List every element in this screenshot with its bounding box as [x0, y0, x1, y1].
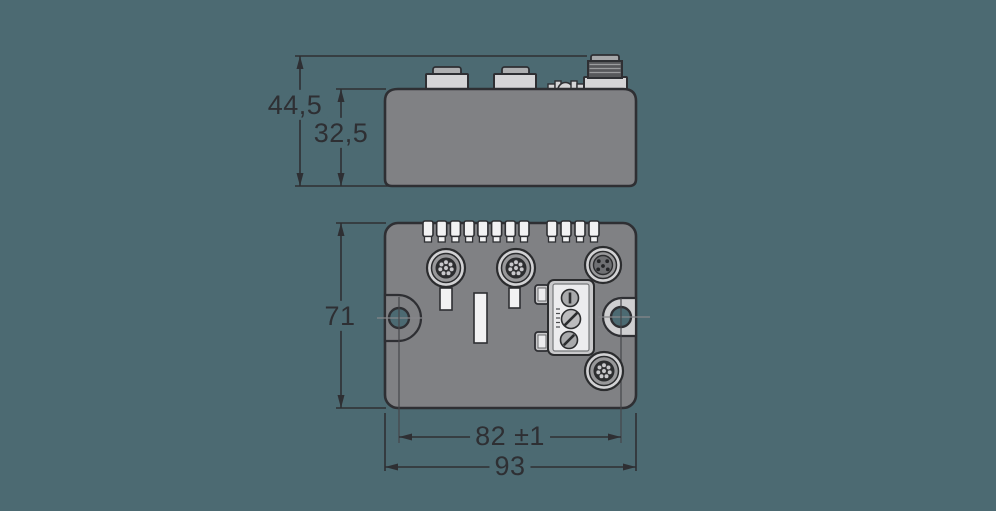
pin — [515, 270, 522, 276]
pin-hole — [596, 267, 601, 272]
led-window — [504, 220, 517, 243]
pin — [513, 259, 519, 265]
led-window — [574, 220, 586, 243]
pin — [447, 261, 454, 268]
arrowhead-right-icon — [608, 433, 621, 441]
pin — [443, 259, 449, 265]
pin — [596, 364, 603, 371]
pin — [443, 265, 449, 271]
dimension-label-overall-height: 44,5 — [262, 89, 328, 121]
led-window — [588, 220, 600, 243]
led-window — [477, 220, 489, 243]
led-window — [560, 220, 572, 243]
m12-male-connector — [583, 245, 623, 285]
led-window — [490, 220, 503, 243]
pin — [603, 373, 610, 379]
front-view — [336, 220, 650, 471]
arrowhead-up-icon — [337, 89, 345, 102]
led-window — [463, 220, 475, 243]
label-window — [439, 287, 453, 311]
led-window-group-right — [546, 220, 600, 243]
pin-hole — [605, 267, 610, 272]
pin — [519, 266, 525, 272]
pin-hole — [605, 259, 610, 264]
pin — [517, 261, 524, 268]
side-view — [295, 54, 638, 188]
pin — [438, 261, 445, 268]
m12-male-threaded-connector — [583, 54, 628, 92]
pin — [601, 362, 607, 368]
arrowhead-left-icon — [399, 433, 412, 441]
pin — [507, 266, 513, 272]
dimension-label-hole-spacing: 82 ±1 — [470, 420, 550, 452]
thread-section — [587, 60, 623, 79]
label-window-tall — [473, 292, 488, 344]
arrowhead-right-icon — [623, 463, 636, 471]
top-connector-left — [425, 66, 469, 91]
pin — [601, 368, 607, 374]
led-window-group-left — [422, 220, 530, 243]
address-switch-assembly — [534, 279, 595, 356]
switch-slot — [562, 333, 576, 347]
pin-hole — [601, 264, 605, 268]
pin — [437, 266, 443, 272]
m12-female-connector — [425, 247, 467, 289]
arrowhead-up-icon — [296, 56, 304, 69]
pin — [598, 373, 605, 379]
led-window — [422, 220, 434, 243]
pin-hole — [596, 259, 601, 264]
pin — [595, 369, 601, 375]
led-window — [435, 220, 448, 243]
arrowhead-up-icon — [337, 223, 345, 236]
m12-female-connector — [495, 247, 537, 289]
arrowhead-down-icon — [337, 173, 345, 186]
housing-side-profile — [383, 87, 638, 188]
connector-base — [493, 73, 537, 91]
pin — [510, 270, 517, 276]
led-window — [449, 220, 462, 243]
led-window — [546, 220, 558, 243]
arrowhead-down-icon — [337, 395, 345, 408]
pin — [605, 364, 612, 371]
scale-ticks — [556, 308, 560, 328]
pin — [440, 270, 447, 276]
pin — [449, 266, 455, 272]
top-connector-middle — [493, 66, 537, 91]
led-window — [518, 220, 530, 243]
dimension-label-height: 71 — [319, 300, 361, 332]
arrowhead-left-icon — [385, 463, 398, 471]
dimension-label-body-height: 32,5 — [308, 117, 374, 149]
arrowhead-down-icon — [296, 173, 304, 186]
connector-base — [425, 73, 469, 91]
screw-slot — [563, 311, 579, 327]
m12-female-connector — [583, 350, 625, 392]
pin — [513, 265, 519, 271]
pin — [607, 369, 613, 375]
dimension-label-width: 93 — [489, 450, 531, 482]
pin — [445, 270, 452, 276]
label-window — [508, 287, 521, 309]
pin — [508, 261, 515, 268]
